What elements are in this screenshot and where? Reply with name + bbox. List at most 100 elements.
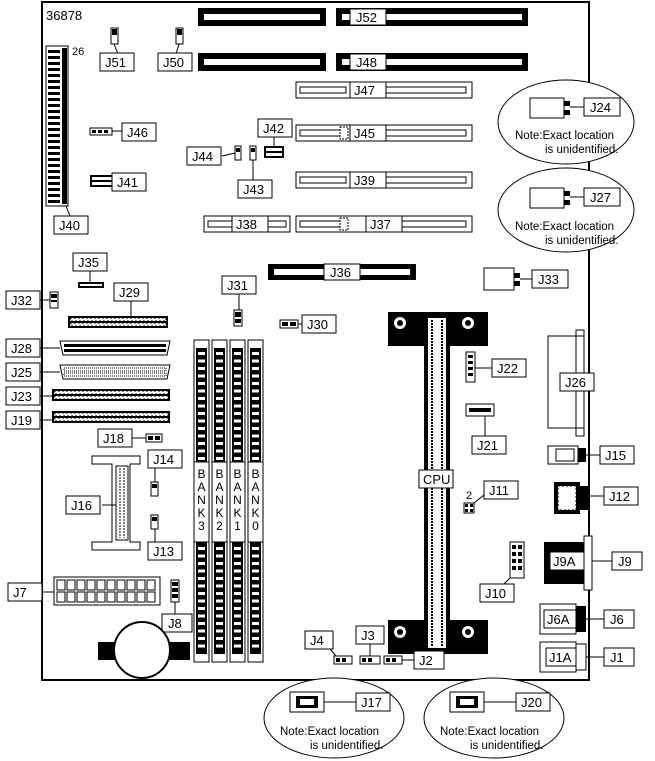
j1-connector: J1A J1: [539, 641, 635, 673]
j8-jumper: J8: [161, 579, 193, 633]
j10-header: J10: [479, 541, 525, 603]
j11-label: J11: [489, 483, 509, 498]
j7-pin: [136, 579, 146, 591]
cpu-slot: CPU: [388, 312, 488, 654]
j51-jumper: J51: [99, 27, 135, 72]
j40-pin: [48, 134, 60, 137]
j30-jumper: J30: [279, 314, 337, 334]
j8-label: J8: [168, 616, 182, 631]
j24-note: J24 Note:Exact location is unidentified.: [497, 79, 635, 165]
j22-header: J22: [465, 351, 527, 383]
memory-bank-letter: A: [251, 480, 259, 494]
j40-pin: [48, 104, 60, 107]
memory-bank-letter: A: [215, 480, 223, 494]
j40-pin: [48, 62, 60, 65]
j19-label: J19: [11, 413, 32, 428]
j6-label: J6: [610, 612, 624, 627]
battery-icon: [98, 621, 190, 679]
j40-pin: [48, 128, 60, 131]
memory-bank-letter: 3: [198, 519, 205, 533]
memory-bank-letter: B: [233, 467, 241, 481]
j13-jumper: J13: [147, 514, 183, 561]
j21-header: J21: [465, 403, 507, 455]
j27-note-line2: is unidentified.: [545, 235, 619, 247]
j3-label: J3: [361, 628, 375, 643]
j40-pin: [48, 158, 60, 161]
j40-pin: [48, 176, 60, 179]
memory-bank-letter: N: [197, 493, 206, 507]
j40-pin: [48, 188, 60, 191]
j25-connector: J25: [5, 362, 171, 382]
j43-label: J43: [243, 182, 264, 197]
j37-label: J37: [370, 217, 391, 232]
j25-label: J25: [11, 365, 32, 380]
j7-header: J7: [7, 576, 161, 606]
j40-pin-number: 26: [72, 46, 84, 58]
j9a-label: J9A: [553, 554, 576, 569]
j15-connector: J15: [547, 445, 635, 465]
memory-bank-letter: A: [233, 480, 241, 494]
j27-note: J27 Note:Exact location is unidentified.: [497, 167, 635, 253]
j9-connector: J9A J9: [544, 535, 643, 591]
j21-label: J21: [477, 438, 498, 453]
j7-pin: [96, 591, 106, 603]
j48-label: J48: [356, 55, 377, 70]
j23-connector: J23: [5, 386, 170, 406]
j36-slot: J36: [268, 263, 416, 281]
j1a-label: J1A: [549, 650, 572, 665]
j7-pin: [126, 591, 136, 603]
j18-label: J18: [103, 431, 124, 446]
j33-connector: J33: [483, 267, 569, 291]
j27-note-line1: Note:Exact location: [515, 221, 614, 233]
memory-bank-letter: A: [197, 480, 205, 494]
j4-label: J4: [310, 633, 324, 648]
j28-label: J28: [11, 341, 32, 356]
j1-label: J1: [610, 650, 624, 665]
j18-jumper: J18: [97, 428, 163, 448]
j7-pin: [146, 579, 156, 591]
j24-note-line2: is unidentified.: [545, 144, 619, 156]
j35-header: J35: [72, 252, 108, 288]
j40-pin: [48, 140, 60, 143]
j42-header: J42: [257, 118, 293, 158]
j16-label: J16: [71, 498, 92, 513]
j7-pin: [66, 591, 76, 603]
j7-pin: [106, 579, 116, 591]
j23-label: J23: [11, 389, 32, 404]
j38-label: J38: [236, 217, 257, 232]
j52-slot: J52: [198, 8, 528, 26]
j24-label: J24: [590, 100, 611, 115]
memory-bank-letter: B: [197, 467, 205, 481]
j30-label: J30: [307, 317, 328, 332]
j14-label: J14: [153, 452, 174, 467]
memory-bank-letter: K: [197, 506, 205, 520]
j41-label: J41: [117, 175, 138, 190]
memory-bank-letter: N: [215, 493, 224, 507]
j24-note-line1: Note:Exact location: [515, 130, 614, 142]
j50-jumper: J50: [157, 27, 193, 72]
j51-label: J51: [105, 55, 126, 70]
j40-pin: [48, 116, 60, 119]
j2-jumper: J2: [383, 650, 445, 670]
j46-header: J46: [89, 122, 157, 142]
j29-label: J29: [119, 285, 140, 300]
j13-label: J13: [153, 544, 174, 559]
memory-bank-letter: 2: [216, 519, 223, 533]
j46-label: J46: [127, 125, 148, 140]
j6a-label: J6A: [547, 612, 570, 627]
j22-label: J22: [497, 361, 518, 376]
j40-pin: [48, 146, 60, 149]
j7-pin: [86, 591, 96, 603]
memory-bank-letter: B: [251, 467, 259, 481]
j7-label: J7: [13, 585, 27, 600]
j7-pin: [116, 579, 126, 591]
memory-bank-letter: N: [233, 493, 242, 507]
j40-pin: [48, 110, 60, 113]
j17-note-line2: is unidentified.: [310, 740, 384, 752]
memory-bank-letter: 1: [234, 519, 241, 533]
j7-pin: [86, 579, 96, 591]
j40-header: 26 J40: [45, 45, 89, 235]
